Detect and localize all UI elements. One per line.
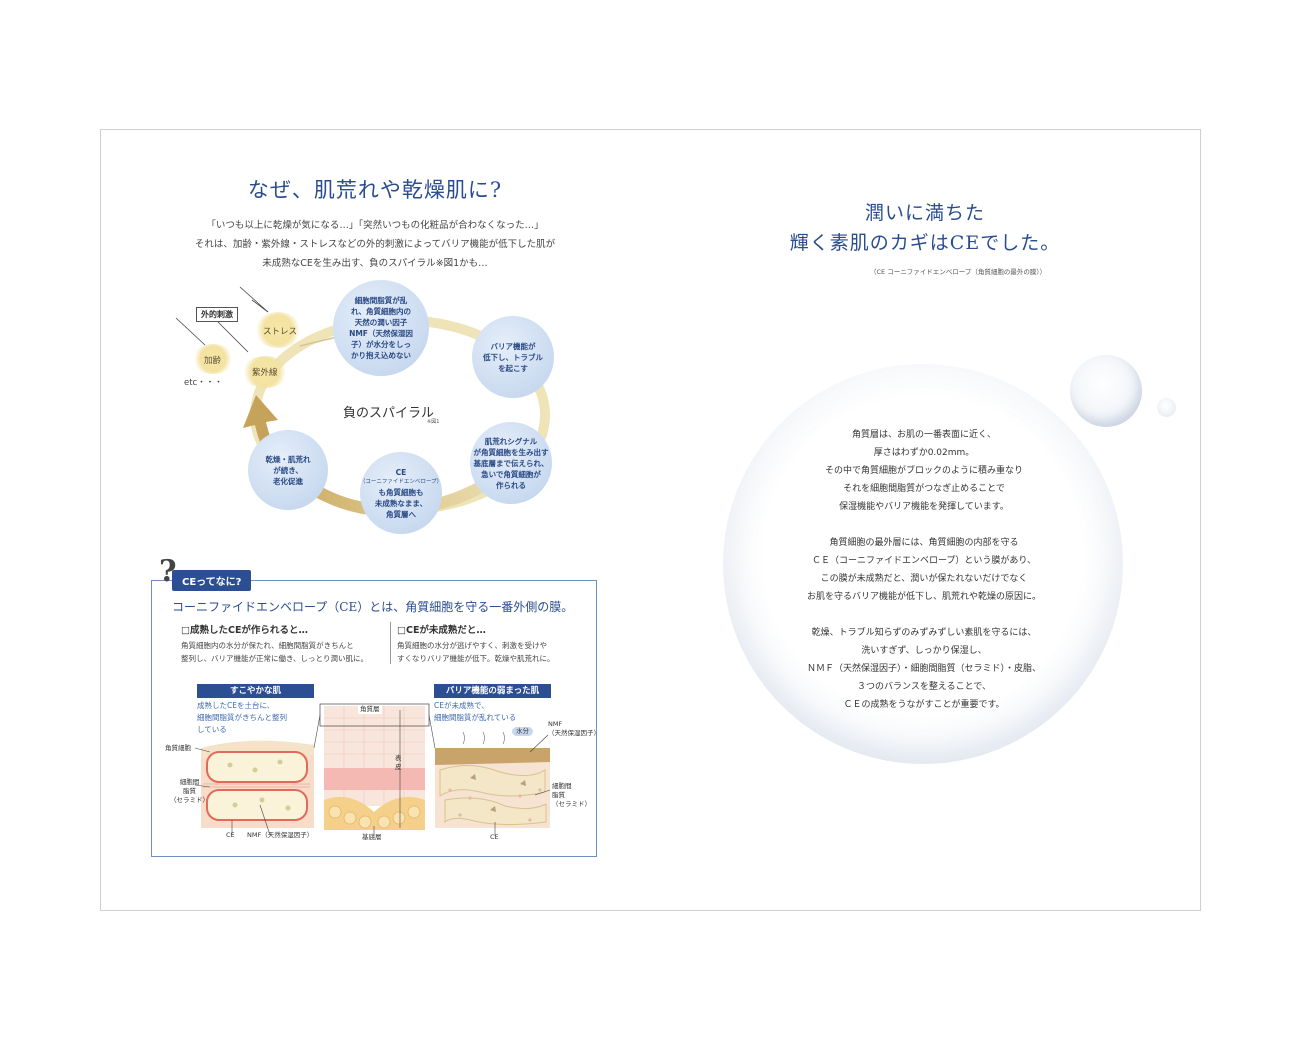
label-ce-1: CE	[226, 831, 235, 839]
right-title: 潤いに満ちた 輝く素肌のカギはCEでした。	[789, 202, 1061, 254]
label-ce-2: CE	[490, 833, 499, 841]
intro-line: それは、加齢・紫外線・ストレスなどの外的刺激によってバリア機能が低下した肌が	[194, 239, 556, 250]
ce-mature-heading: □成熟したCEが作られると…	[181, 625, 308, 636]
leader-lines	[194, 734, 551, 838]
right-title-note: （CE コーニファイドエンベロープ（角質細胞の最外の膜））	[870, 268, 1047, 276]
ce-heading: コーニファイドエンベロープ（CE）とは、角質細胞を守る一番外側の膜。	[172, 600, 574, 614]
uv-label: 紫外線	[252, 368, 278, 378]
label-nmf-1: NMF（天然保湿因子）	[247, 831, 314, 839]
healthy-skin-tag: すこやかな肌	[197, 684, 314, 698]
ce-immature-heading: □CEが未成熟だと…	[397, 625, 486, 636]
spiral-bubble-barrier: バリア機能が 低下し、トラブル を起こす	[472, 316, 554, 398]
weak-skin-tag: バリア機能の弱まった肌	[434, 684, 551, 698]
water-drop-small	[1157, 398, 1176, 417]
external-stimulus-label: 外的刺激	[196, 307, 238, 322]
spiral-bubble-lipid: 細胞間脂質が乱 れ、角質細胞内の 天然の潤い因子 NMF（天然保湿因 子）が水分…	[333, 280, 429, 376]
stimulus-arrows	[175, 286, 269, 353]
drop-body-text: 角質層は、お肌の一番表面に近く、 厚さはわずか0.02mm。 その中で角質細胞が…	[806, 430, 1041, 710]
intro-line: 「いつも以上に乾燥が気になる…」「突然いつもの化粧品が合わなくなった…」	[206, 220, 544, 231]
ce-tab-label: CEってなに?	[172, 570, 252, 591]
ce-immature-text: 角質細胞の水分が逃げやすく、刺激を受けや すくなりバリア機能が低下。乾燥や肌荒れ…	[397, 641, 555, 663]
label-epidermis: 表 皮	[395, 754, 402, 771]
healthy-skin-note: 成熟したCEを土台に、 細胞間脂質がきちんと整列 している	[197, 701, 287, 734]
label-nmf-2: NMF （天然保湿因子）	[548, 720, 600, 737]
label-basal-layer: 基底層	[362, 833, 382, 841]
weak-skin-note: CEが未成熟で、 細胞間脂質が乱れている	[434, 701, 517, 722]
spiral-note: ※図1	[427, 419, 440, 425]
intro-text: 「いつも以上に乾燥が気になる…」「突然いつもの化粧品が合わなくなった…」 それは…	[150, 216, 600, 273]
stress-label: ストレス	[263, 327, 298, 337]
spiral-title: 負のスパイラル	[343, 406, 435, 421]
label-intercellular-lipid: 細胞間 脂質 （セラミド）	[170, 778, 209, 804]
aging-burst	[193, 344, 233, 374]
stress-burst	[255, 312, 301, 348]
label-intercellular-lipid-2: 細胞間 脂質 （セラミド）	[552, 782, 591, 808]
spiral-bubble-ce: CE （コーニファイドエンベロープ） も角質細胞も 未成熟なまま、 角質層へ	[360, 452, 442, 534]
healthy-skin-illustration	[201, 740, 314, 828]
weak-skin-illustration	[435, 731, 550, 828]
left-title: なぜ、肌荒れや乾燥肌に?	[247, 178, 503, 202]
water-drop-large	[723, 364, 1123, 764]
spiral-bubble-aging: 乾燥・肌荒れ が続き、 老化促進	[248, 430, 328, 510]
uv-burst	[242, 356, 288, 388]
intro-line: 未成熟なCEを生み出す、負のスパイラル※図1かも…	[262, 258, 488, 269]
label-stratum-corneum: 角質層	[358, 705, 382, 714]
spiral-arrow	[243, 395, 305, 490]
spiral-bubble-signal: 肌荒れシグナル が角質細胞を生み出す 基底層まで伝えられ、 急いで角質細胞が 作…	[470, 422, 552, 504]
ce-immature-column: □CEが未成熟だと… 角質細胞の水分が逃げやすく、刺激を受けや すくなりバリア機…	[397, 622, 597, 665]
label-corneocyte: 角質細胞	[165, 744, 191, 752]
ce-divider	[390, 622, 391, 664]
water-drop-medium	[1070, 355, 1142, 427]
skin-cross-section	[313, 703, 436, 830]
ce-mature-text: 角質細胞内の水分が保たれ、細胞間脂質がきちんと 整列し、バリア機能が正常に働き、…	[181, 641, 368, 663]
etc-label: etc・・・	[184, 378, 223, 388]
label-water: 水分	[512, 727, 533, 736]
aging-label: 加齢	[204, 356, 222, 366]
ce-mature-column: □成熟したCEが作られると… 角質細胞内の水分が保たれ、細胞間脂質がきちんと 整…	[181, 622, 381, 665]
